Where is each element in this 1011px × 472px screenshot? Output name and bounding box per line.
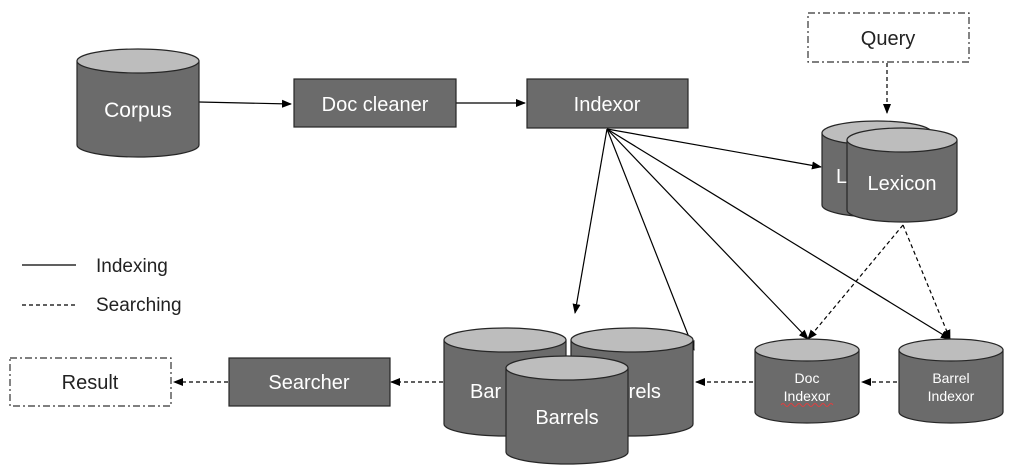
result-label: Result: [62, 372, 119, 394]
query-box: Query: [807, 12, 970, 63]
searching-connectors: [173, 63, 951, 386]
result-box: Result: [9, 357, 172, 407]
arrow-corpus-to-doc-cleaner: [198, 99, 292, 108]
indexing-connectors: [198, 99, 951, 351]
arrow-indexor-to-barrel-indexor: [606, 128, 951, 340]
arrow-indexor-to-lexicon: [606, 128, 822, 170]
corpus-cylinder: Corpus: [76, 48, 200, 158]
barrel-indexor-label-line1: Barrel: [932, 370, 969, 386]
indexor-box: Indexor: [526, 78, 689, 129]
doc-indexor-label-line1: Doc: [795, 370, 820, 386]
barrels-cylinder: Barrels: [505, 355, 629, 465]
arrow-indexor-to-barrels-right: [606, 128, 695, 351]
barrel-indexor-label-line2: Indexor: [928, 388, 975, 404]
arrow-lexicon-to-doc-indexor: [807, 224, 904, 340]
spellcheck-underline: [780, 403, 834, 407]
legend: Indexing Searching: [22, 256, 182, 316]
doc-indexor-cylinder: Doc Indexor: [754, 338, 860, 424]
barrels-label: Barrels: [535, 407, 598, 429]
doc-indexor-label-line2: Indexor: [784, 388, 831, 404]
searcher-label: Searcher: [268, 372, 349, 394]
barrels-back-left-label: Bar: [470, 381, 501, 403]
lexicon-back-label: L: [836, 166, 847, 188]
lexicon-cylinder: Lexicon: [846, 127, 958, 223]
legend-indexing-label: Indexing: [96, 256, 168, 277]
arrow-indexor-to-barrels: [572, 128, 608, 314]
barrels-back-right-label: rrels: [622, 381, 661, 403]
arrow-lexicon-to-barrel-indexor: [902, 224, 951, 340]
query-label: Query: [861, 28, 915, 50]
indexor-label: Indexor: [574, 94, 641, 116]
doc-cleaner-box: Doc cleaner: [293, 78, 457, 128]
doc-cleaner-label: Doc cleaner: [322, 94, 429, 116]
searcher-box: Searcher: [228, 357, 391, 407]
lexicon-label: Lexicon: [868, 173, 937, 195]
corpus-label: Corpus: [104, 99, 172, 122]
legend-searching-label: Searching: [96, 295, 182, 316]
barrel-indexor-cylinder: Barrel Indexor: [898, 338, 1004, 424]
arrow-indexor-to-doc-indexor: [606, 128, 809, 340]
